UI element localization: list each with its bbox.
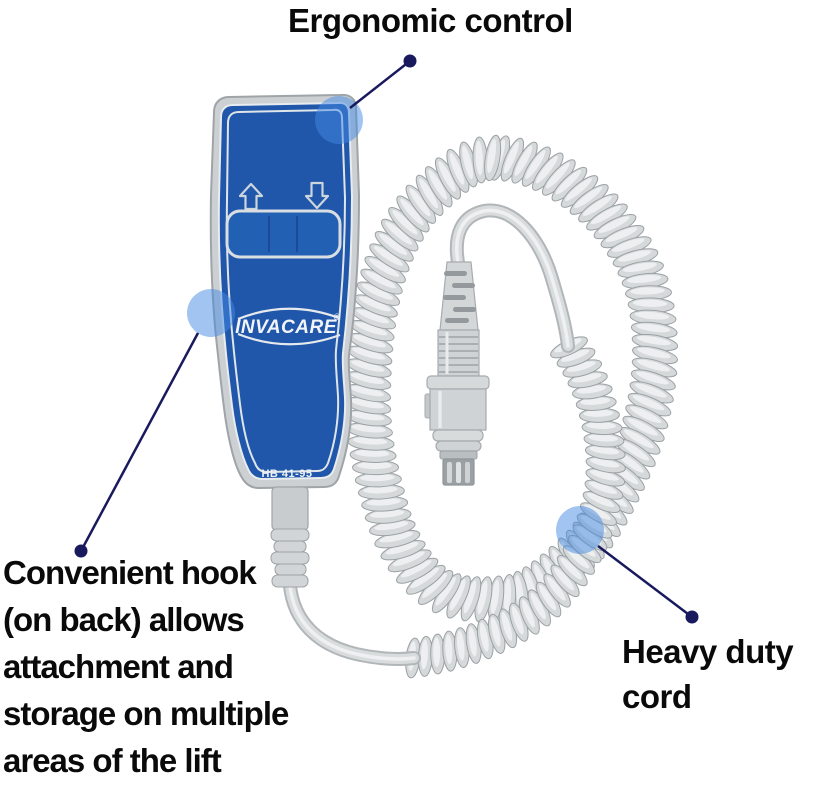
logo-swoosh-top [237,307,340,321]
device-face [217,101,354,481]
up-arrow-icon[interactable] [238,182,264,211]
device-strain-relief [270,486,310,588]
hook-text-line: storage on multiple [3,695,289,732]
callout-line-hook [79,332,200,552]
model-number: HB 41-95 [261,468,312,480]
callout-line-cord [597,545,693,618]
callout-convenient-hook: Convenient hook (on back) allows attachm… [3,549,289,784]
brand-name: INVACARE [235,317,338,338]
rocker-button[interactable] [225,209,342,259]
coiled-cord-ring [344,134,679,623]
cord-tail [283,579,421,666]
logo-swoosh-bottom [237,332,341,346]
callout-dot-ergonomic [403,54,417,68]
callout-heavy-duty-cord: Heavy duty cord [622,629,794,719]
brand-logo: INVACARE ® [235,307,341,346]
hook-text-line: areas of the lift [3,742,222,779]
highlight-circle-cord [556,506,604,554]
hook-text-line: (on back) allows [3,601,245,638]
down-arrow-icon[interactable] [304,181,330,210]
connector-cable [449,203,575,353]
callout-ergonomic-control: Ergonomic control [288,2,573,40]
din-connector-plug [424,261,490,486]
callout-dot-hook [74,544,88,558]
device-pinstripe [225,108,347,474]
callout-dot-cord [685,610,699,624]
cord-text-line: Heavy duty [622,633,794,670]
highlight-circle-hook [187,289,235,337]
callout-line-ergonomic [349,60,411,109]
registered-mark: ® [334,312,341,322]
hook-text-line: attachment and [3,648,234,685]
cord-text-line: cord [622,678,692,715]
ergonomic-control-text: Ergonomic control [288,2,573,39]
hook-text-line: Convenient hook [3,554,257,591]
hand-control-device: INVACARE ® HB 41-95 [209,93,361,588]
